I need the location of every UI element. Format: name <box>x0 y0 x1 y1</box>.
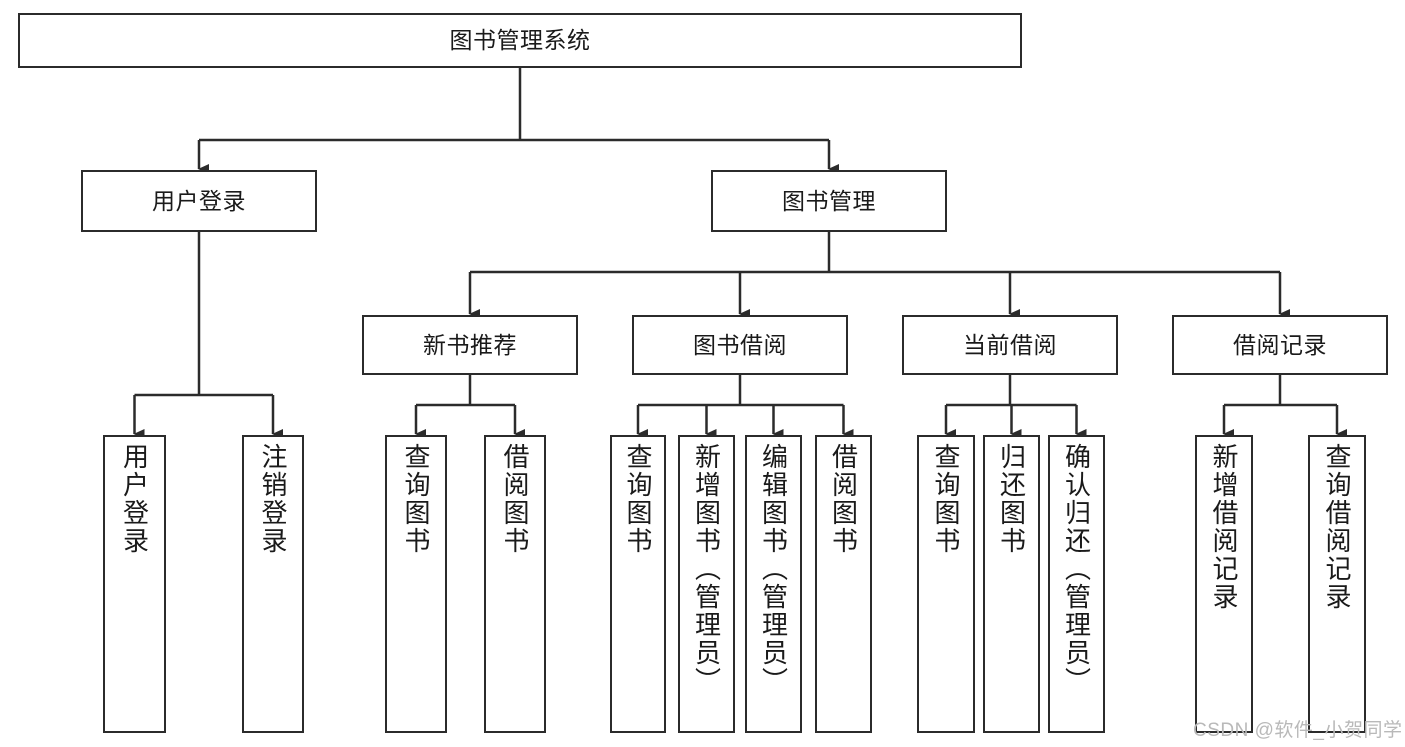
node-leaf-edit-book: 编辑图书（管理员） <box>745 435 802 733</box>
node-leaf-query-record: 查询借阅记录 <box>1308 435 1366 733</box>
node-label: 查询图书 <box>931 443 961 555</box>
node-label: 新增借阅记录 <box>1209 443 1239 611</box>
node-leaf-user-login: 用户登录 <box>103 435 166 733</box>
node-leaf-borrow-book-2: 借阅图书 <box>815 435 872 733</box>
node-leaf-logout: 注销登录 <box>242 435 304 733</box>
node-label: 借阅图书 <box>500 443 530 555</box>
node-leaf-query-book-1: 查询图书 <box>385 435 447 733</box>
node-leaf-query-book-2: 查询图书 <box>610 435 666 733</box>
node-label: 用户登录 <box>119 443 150 555</box>
node-label: 图书管理系统 <box>449 27 591 54</box>
node-leaf-confirm-ret: 确认归还（管理员） <box>1048 435 1105 733</box>
node-book-borrow: 图书借阅 <box>632 315 848 375</box>
node-label: 图书借阅 <box>693 331 787 358</box>
node-label: 查询图书 <box>401 443 431 555</box>
node-label: 当前借阅 <box>963 331 1057 358</box>
node-user-login: 用户登录 <box>81 170 317 232</box>
node-leaf-borrow-book-1: 借阅图书 <box>484 435 546 733</box>
node-label: 编辑图书（管理员） <box>758 443 789 695</box>
node-leaf-add-record: 新增借阅记录 <box>1195 435 1253 733</box>
node-borrow-record: 借阅记录 <box>1172 315 1388 375</box>
node-label: 用户登录 <box>152 187 246 214</box>
node-label: 新书推荐 <box>423 331 517 358</box>
node-leaf-add-book: 新增图书（管理员） <box>678 435 735 733</box>
node-new-book-rec: 新书推荐 <box>362 315 578 375</box>
node-label: 查询图书 <box>623 443 653 555</box>
node-label: 确认归还（管理员） <box>1061 443 1092 695</box>
node-label: 图书管理 <box>782 187 876 214</box>
node-label: 借阅记录 <box>1233 331 1327 358</box>
node-label: 新增图书（管理员） <box>691 443 722 695</box>
node-label: 查询借阅记录 <box>1322 443 1352 611</box>
node-root: 图书管理系统 <box>18 13 1022 68</box>
node-current-borrow: 当前借阅 <box>902 315 1118 375</box>
node-label: 归还图书 <box>996 443 1027 555</box>
node-leaf-return-book: 归还图书 <box>983 435 1040 733</box>
node-leaf-query-book-3: 查询图书 <box>917 435 975 733</box>
csdn-watermark: CSDN @软件_小贺同学 <box>1193 720 1403 741</box>
node-label: 注销登录 <box>258 443 288 555</box>
node-label: 借阅图书 <box>828 443 859 555</box>
node-book-mgmt: 图书管理 <box>711 170 947 232</box>
